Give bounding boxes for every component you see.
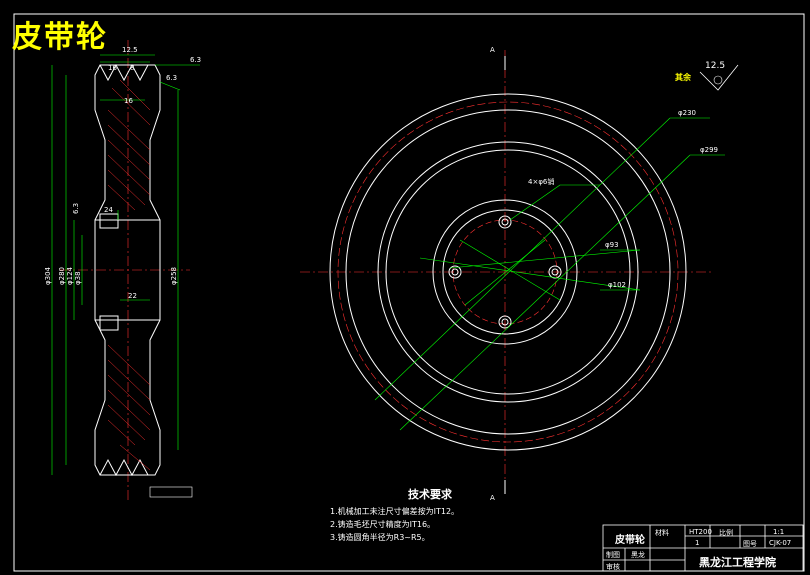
tb-drawing-no: CJK-07 — [769, 539, 792, 547]
surface-roughness: 其余 12.5 — [675, 61, 739, 91]
dim-slot-angle: 6.3 — [72, 203, 80, 214]
outer-circle — [329, 93, 687, 451]
dim-groove-c: 16 — [124, 97, 133, 105]
outer-red-circle — [337, 101, 679, 443]
requirement-1: 1.机械加工未注尺寸偏差按为IT12。 — [330, 507, 460, 516]
dim-top-width: 12.5 — [122, 46, 138, 54]
dim-d230: φ230 — [678, 109, 696, 117]
tb-scale: 1:1 — [773, 528, 785, 536]
side-section-view — [51, 40, 200, 500]
roughness-symbol — [699, 64, 739, 91]
tb-drawn-label: 制图 — [606, 551, 620, 559]
title-block-grid — [602, 524, 804, 572]
bottom-grooves — [99, 458, 149, 477]
drawing-title: 皮带轮 — [12, 20, 108, 55]
requirements-title: 技术要求 — [408, 488, 452, 501]
dim-d-ref: φ258 — [170, 267, 178, 285]
tb-organization: 黑龙江工程学院 — [699, 556, 776, 569]
dim-d-hub: φ124 — [66, 266, 74, 285]
rim-inner-circle — [377, 141, 639, 403]
tb-drawer: 黑龙 — [631, 551, 645, 559]
tb-scale-label: 比例 — [719, 529, 733, 537]
section-a-bottom: A — [490, 494, 495, 502]
roughness-circle — [713, 75, 723, 85]
section-a-top: A — [490, 46, 495, 54]
drawing-frame — [13, 13, 805, 572]
dim-key-width: 22 — [128, 292, 137, 300]
front-leader-lines — [374, 117, 725, 431]
rim-inner-circle-2 — [385, 149, 631, 395]
dim-chamfer: 6.3 — [166, 74, 177, 82]
technical-requirements: 技术要求 1.机械加工未注尺寸偏差按为IT12。 2.铸造毛坯尺寸精度为IT16… — [330, 488, 530, 544]
dim-d-outer: φ304 — [44, 266, 52, 285]
tb-part-name: 皮带轮 — [615, 535, 645, 546]
hub-outline — [94, 219, 161, 321]
dim-slot: 24 — [104, 206, 113, 214]
requirement-2: 2.铸造毛坯尺寸精度为IT16。 — [330, 520, 436, 529]
bolt-holes — [448, 215, 562, 329]
side-dimension-lines — [51, 54, 200, 475]
requirement-3: 3.铸造圆角半径为R3~R5。 — [330, 533, 430, 542]
roughness-box — [149, 486, 193, 498]
dim-d-bore: φ38 — [74, 271, 82, 285]
rim-circle-2 — [345, 109, 671, 435]
tb-material-label: 材料 — [655, 529, 669, 537]
dim-d-mid: φ280 — [58, 267, 66, 285]
tb-checked-label: 审核 — [606, 563, 620, 571]
keyway-bottom — [99, 315, 119, 331]
side-dimension-text: 12.5 16 8 16 6.3 6.3 24 6.3 22 φ304 φ280… — [44, 46, 201, 300]
dim-d299: φ299 — [700, 146, 718, 154]
top-grooves — [99, 63, 149, 82]
dim-d93: φ93 — [605, 241, 619, 249]
dim-groove-a: 16 — [108, 64, 117, 72]
surface-value-text: 12.5 — [705, 61, 725, 71]
dim-holes: 4×φ6销 — [528, 177, 554, 186]
tb-material: HT200 — [689, 528, 712, 536]
rim-outline — [94, 64, 161, 476]
keyway — [99, 213, 119, 229]
hub-outer-circle — [432, 199, 578, 345]
tb-qty: 1 — [695, 539, 700, 547]
front-view — [300, 50, 725, 495]
front-dimension-text: A A φ230 φ299 4×φ6销 φ93 φ102 — [490, 46, 718, 502]
hub-red-circle — [452, 219, 558, 325]
dim-groove-b: 8 — [130, 64, 134, 72]
section-hatching — [107, 79, 151, 471]
dim-angle-top: 6.3 — [190, 56, 201, 64]
title-block: 皮带轮 材料 HT200 比例 1:1 1 图号 CJK-07 制图 黑龙 审核… — [603, 525, 803, 572]
tb-drawing-no-label: 图号 — [743, 540, 757, 548]
dim-d102: φ102 — [608, 281, 626, 289]
surface-note-text: 其余 — [675, 72, 692, 82]
